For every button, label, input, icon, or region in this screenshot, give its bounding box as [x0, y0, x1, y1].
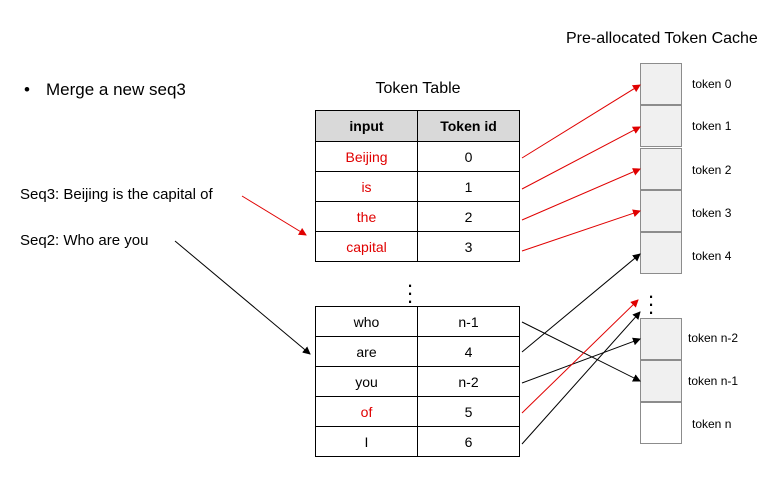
- cell-token-id: 5: [417, 396, 520, 427]
- table-row: you n-2: [315, 366, 520, 397]
- token-table-bottom: who n-1 are 4 you n-2 of 5 I 6: [315, 306, 520, 457]
- cache-label: token 0: [692, 77, 732, 91]
- bullet-item: • Merge a new seq3: [24, 80, 186, 100]
- cache-cell-token-n: [640, 402, 682, 444]
- arrow-are-to-token4: [521, 253, 641, 353]
- arrow-is-to-token1: [521, 126, 641, 190]
- cell-input: capital: [315, 231, 418, 262]
- arrow-seq2-to-table: [174, 240, 311, 355]
- cache-label: token 1: [692, 119, 732, 133]
- cell-token-id: 1: [417, 171, 520, 202]
- token-table-top: input Token id Beijing 0 is 1 the 2 capi…: [315, 110, 520, 262]
- cache-ellipsis: ...: [647, 278, 655, 319]
- cell-token-id: n-1: [417, 306, 520, 337]
- cell-token-id: 4: [417, 336, 520, 367]
- seq3-label: Seq3: Beijing is the capital of: [20, 186, 213, 203]
- table-row: the 2: [315, 201, 520, 232]
- bullet-text: Merge a new seq3: [46, 80, 186, 99]
- cache-cell-token-3: [640, 190, 682, 232]
- cache-label: token 3: [692, 206, 732, 220]
- seq2-label: Seq2: Who are you: [20, 232, 149, 249]
- table-row: capital 3: [315, 231, 520, 262]
- cache-cell-token-4: [640, 232, 682, 274]
- arrow-of-to-cache: [521, 299, 639, 414]
- cache-cell-token-2: [640, 148, 682, 190]
- cache-cell-token-0: [640, 63, 682, 105]
- table-row: are 4: [315, 336, 520, 367]
- cell-input: who: [315, 306, 418, 337]
- arrow-who-to-token-n-1: [521, 321, 641, 382]
- token-table-title: Token Table: [375, 80, 461, 97]
- table-row: who n-1: [315, 306, 520, 337]
- cache-cell-token-n-1: [640, 360, 682, 402]
- cache-label: token n: [692, 417, 732, 431]
- cell-input: Beijing: [315, 141, 418, 172]
- cell-token-id: 6: [417, 426, 520, 457]
- cell-input: I: [315, 426, 418, 457]
- arrow-i-to-cache: [521, 311, 641, 445]
- arrow-beijing-to-token0: [521, 84, 641, 159]
- header-token-id: Token id: [417, 110, 520, 142]
- cache-label: token n-2: [688, 331, 739, 345]
- cache-label: token 4: [692, 249, 732, 263]
- arrow-the-to-token2: [521, 168, 641, 221]
- cell-input: you: [315, 366, 418, 397]
- token-cache-title: Pre-allocated Token Cache: [566, 30, 758, 47]
- cell-token-id: 3: [417, 231, 520, 262]
- cache-label: token 2: [692, 163, 732, 177]
- arrow-capital-to-token3: [521, 209, 641, 252]
- table-ellipsis: ...: [406, 267, 414, 308]
- table-row: is 1: [315, 171, 520, 202]
- bullet-dot: •: [24, 80, 30, 99]
- cache-cell-token-1: [640, 105, 682, 147]
- arrow-you-to-token-n-2: [521, 337, 641, 384]
- table-row: I 6: [315, 426, 520, 457]
- cache-label: token n-1: [688, 374, 739, 388]
- cell-token-id: n-2: [417, 366, 520, 397]
- arrow-seq3-to-table: [241, 195, 307, 236]
